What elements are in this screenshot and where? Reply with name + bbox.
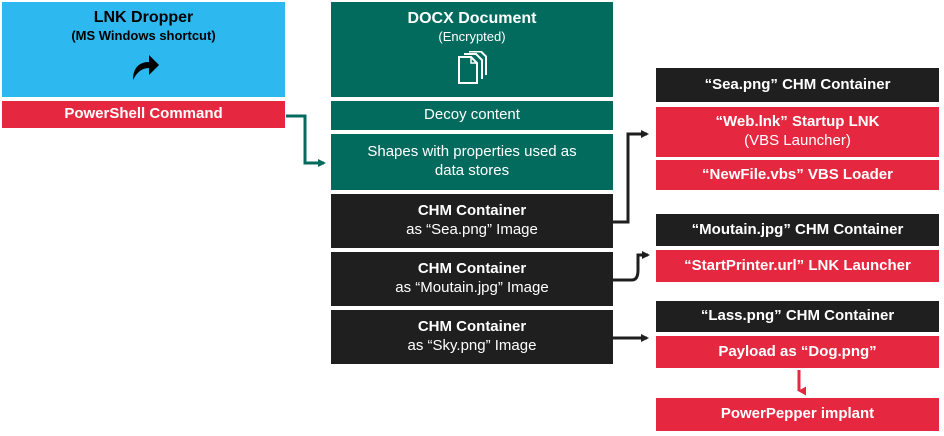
lass-chm-container-header: “Lass.png” CHM Container: [656, 301, 939, 332]
lnk-dropper-title: LNK Dropper: [93, 9, 194, 26]
newfile-vbs-loader-box: “NewFile.vbs” VBS Loader: [656, 160, 939, 190]
shapes-data-stores-box: Shapes with properties used as data stor…: [331, 134, 613, 190]
mountain-header-label: “Moutain.jpg” CHM Container: [691, 220, 904, 238]
chm-sky-image-box: CHM Container as “Sky.png” Image: [331, 310, 613, 364]
arrow-powershell-to-shapes: [286, 114, 326, 167]
arrow-sea-to-container: [613, 130, 649, 224]
chm-mountain-line-1: CHM Container: [417, 260, 527, 278]
documents-icon: [458, 51, 487, 85]
vbs-loader-label: “NewFile.vbs” VBS Loader: [702, 165, 893, 183]
launcher-label: “StartPrinter.url” LNK Launcher: [684, 256, 911, 274]
chm-mountain-line-2: as “Moutain.jpg” Image: [395, 279, 549, 296]
decoy-content-box: Decoy content: [331, 101, 613, 130]
shapes-line-1: Shapes with properties used as: [367, 143, 577, 161]
chm-sky-line-1: CHM Container: [417, 318, 527, 336]
sea-chm-container-header: “Sea.png” CHM Container: [656, 68, 939, 102]
arrow-mountain-to-container: [613, 251, 650, 282]
lnk-dropper-subtitle: (MS Windows shortcut): [71, 28, 216, 43]
web-lnk-line-2: (VBS Launcher): [744, 132, 851, 149]
lass-header-label: “Lass.png” CHM Container: [700, 307, 895, 325]
decoy-content-label: Decoy content: [424, 106, 520, 124]
chm-sea-line-2: as “Sea.png” Image: [406, 221, 538, 238]
web-lnk-startup-box: “Web.lnk” Startup LNK (VBS Launcher): [656, 107, 939, 157]
powerpepper-implant-box: PowerPepper implant: [656, 398, 939, 431]
payload-label: Payload as “Dog.png”: [718, 342, 877, 360]
web-lnk-line-1: “Web.lnk” Startup LNK: [715, 113, 880, 131]
mountain-chm-container-header: “Moutain.jpg” CHM Container: [656, 214, 939, 246]
docx-subtitle: (Encrypted): [438, 29, 506, 44]
powershell-command-label: PowerShell Command: [64, 105, 223, 123]
chm-sea-image-box: CHM Container as “Sea.png” Image: [331, 194, 613, 248]
startprinter-url-launcher-box: “StartPrinter.url” LNK Launcher: [656, 250, 939, 282]
docx-document-box: DOCX Document (Encrypted): [331, 2, 613, 97]
shortcut-arrow-icon: [132, 55, 159, 81]
chm-mountain-image-box: CHM Container as “Moutain.jpg” Image: [331, 252, 613, 306]
chm-sky-line-2: as “Sky.png” Image: [407, 337, 537, 354]
shapes-line-2: data stores: [434, 162, 510, 179]
powershell-command-box: PowerShell Command: [2, 101, 285, 128]
docx-title: DOCX Document: [407, 10, 537, 27]
sea-header-label: “Sea.png” CHM Container: [704, 75, 891, 93]
chm-sea-line-1: CHM Container: [417, 202, 527, 220]
implant-label: PowerPepper implant: [720, 405, 875, 423]
lnk-dropper-box: LNK Dropper (MS Windows shortcut): [2, 2, 285, 97]
payload-dog-png-box: Payload as “Dog.png”: [656, 336, 939, 368]
